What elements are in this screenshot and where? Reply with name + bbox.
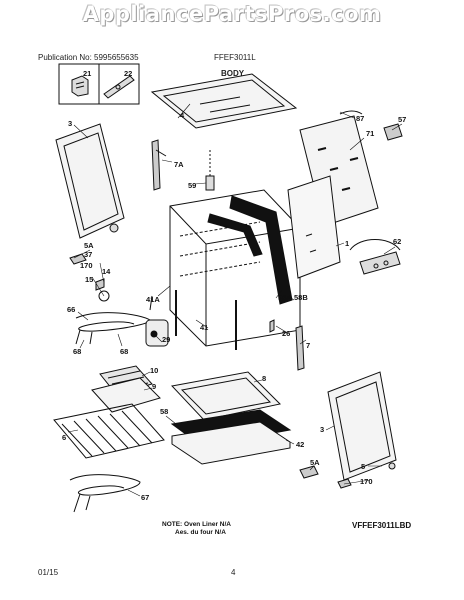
callout-5a-lower: 5A xyxy=(310,458,320,467)
callout-4: 4 xyxy=(180,111,185,120)
callout-71: 71 xyxy=(366,129,374,138)
callout-15: 15 xyxy=(85,275,93,284)
part-59 xyxy=(205,150,215,191)
callout-14: 14 xyxy=(102,267,111,276)
callout-59: 59 xyxy=(188,181,196,190)
part-29 xyxy=(145,319,169,347)
callout-6: 6 xyxy=(62,433,66,442)
callout-41a: 41A xyxy=(146,295,160,304)
parts-5a-37-170-14-15 xyxy=(69,223,153,311)
callout-68-right: 68 xyxy=(120,347,128,356)
hinge-7 xyxy=(295,325,305,371)
callout-37: 37 xyxy=(84,250,92,259)
callout-10: 10 xyxy=(150,366,158,375)
note-oven-liner-fr: Aes. du four N/A xyxy=(175,529,226,536)
callout-7: 7 xyxy=(306,341,310,350)
inset-part-21 xyxy=(58,63,100,105)
callout-9: 9 xyxy=(152,382,156,391)
callout-7a: 7A xyxy=(174,160,184,169)
callout-170-lower: 170 xyxy=(360,477,373,486)
section-title: BODY xyxy=(221,69,245,78)
callout-62: 62 xyxy=(393,237,401,246)
top-panel xyxy=(150,73,298,129)
callout-5a-left: 5A xyxy=(84,241,94,250)
callout-58b: 58B xyxy=(294,293,308,302)
part-57 xyxy=(383,123,403,141)
callout-26: 26 xyxy=(282,329,290,338)
callout-58: 58 xyxy=(160,407,168,416)
hinge-7a xyxy=(151,139,167,191)
broil-element xyxy=(69,474,141,513)
callout-66: 66 xyxy=(67,305,75,314)
callout-58a: 58A xyxy=(278,293,292,302)
callout-68-left: 68 xyxy=(73,347,81,356)
insulation-blanket xyxy=(207,195,293,305)
callout-67: 67 xyxy=(141,493,149,502)
callout-22: 22 xyxy=(124,69,132,78)
part-26 xyxy=(269,319,275,333)
broiler-pan xyxy=(91,365,161,413)
side-panel-left xyxy=(55,123,125,239)
side-panel-right xyxy=(287,175,341,279)
callout-21: 21 xyxy=(83,69,91,78)
callout-8: 8 xyxy=(262,374,266,383)
model-number: FFEF3011L xyxy=(214,53,256,62)
footer-date: 01/15 xyxy=(38,568,59,577)
callout-87: 87 xyxy=(356,114,364,123)
callout-5: 5 xyxy=(361,462,365,471)
drawer xyxy=(171,371,282,421)
footer-page-number: 4 xyxy=(231,568,236,577)
callout-29: 29 xyxy=(162,335,170,344)
callout-42: 42 xyxy=(296,440,304,449)
leader-lines xyxy=(67,103,403,497)
publication-number: Publication No: 5995655635 xyxy=(38,53,139,62)
inset-part-22 xyxy=(98,63,140,105)
callout-3-lower: 3 xyxy=(320,425,324,434)
part-62 xyxy=(349,239,401,275)
bake-element xyxy=(75,312,151,345)
callout-3-top: 3 xyxy=(68,119,72,128)
oven-rack xyxy=(53,403,165,459)
leveling-leg-assembly xyxy=(299,462,396,489)
side-panel-right-lower xyxy=(327,371,397,481)
diagram-code: VFFEF3011LBD xyxy=(352,521,411,530)
watermark: AppliancePartsPros.com xyxy=(82,2,382,26)
callout-41: 41 xyxy=(200,323,208,332)
callout-170-left: 170 xyxy=(80,261,93,270)
drawer-panel-42 xyxy=(171,421,291,465)
note-oven-liner: NOTE: Oven Liner N/A xyxy=(162,521,231,528)
callout-1: 1 xyxy=(345,239,349,248)
callout-57: 57 xyxy=(398,115,406,124)
